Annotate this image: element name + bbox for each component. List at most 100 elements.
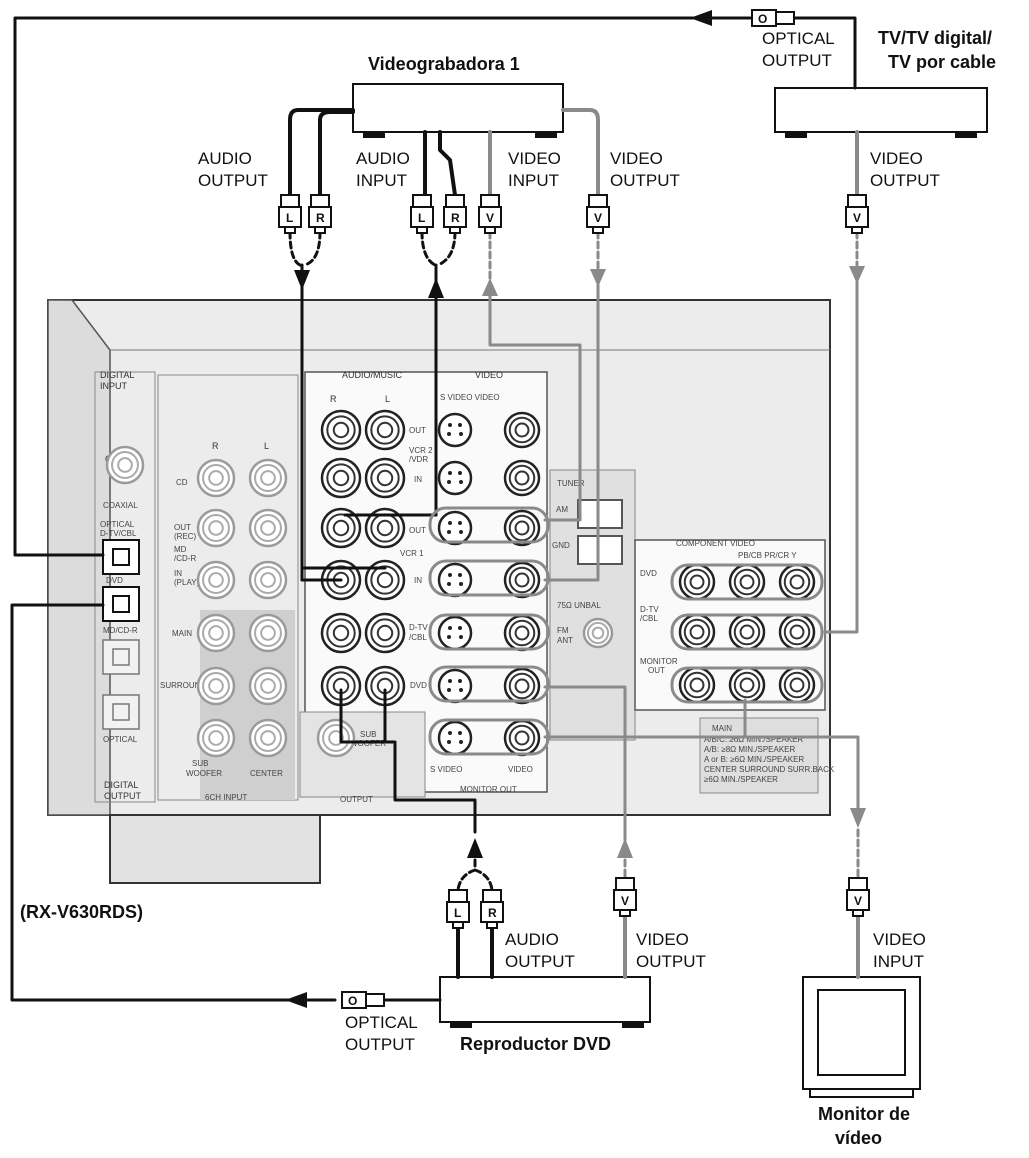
comp-out-label: OUT bbox=[648, 666, 665, 675]
vcr1-device bbox=[352, 83, 564, 138]
monitor-title-line1: Monitor de bbox=[818, 1104, 910, 1124]
audio-jack-r-2[interactable] bbox=[320, 507, 362, 549]
monitor-title-line2: vídeo bbox=[835, 1128, 882, 1148]
am-label: AM bbox=[556, 505, 568, 514]
optical-dtv-port[interactable] bbox=[102, 539, 140, 575]
optical-plug-dvd: O bbox=[341, 991, 385, 1009]
component-pr-jack-2[interactable] bbox=[728, 666, 766, 704]
monitor-device bbox=[802, 976, 921, 1098]
s-video-jack-0[interactable] bbox=[437, 412, 473, 448]
analog-jack-r-2[interactable] bbox=[196, 560, 236, 600]
optical-dvd-port[interactable] bbox=[102, 586, 140, 622]
am-terminal[interactable] bbox=[577, 499, 623, 529]
dvd-audio-out-label-2: OUTPUT bbox=[505, 952, 575, 971]
comp-cbl-label: /CBL bbox=[640, 614, 658, 623]
component-pb-jack-0[interactable] bbox=[678, 563, 716, 601]
tv-device bbox=[774, 87, 988, 138]
video-jack-2[interactable] bbox=[503, 509, 541, 547]
s-video-jack-1[interactable] bbox=[437, 460, 473, 496]
audio-jack-l-4[interactable] bbox=[364, 612, 406, 654]
audio-jack-l-3[interactable] bbox=[364, 559, 406, 601]
plug-dvd-audio-r: R bbox=[480, 889, 504, 929]
video-jack-4[interactable] bbox=[503, 614, 541, 652]
sixch-jack-a-1[interactable] bbox=[196, 666, 236, 706]
main-label: MAIN bbox=[172, 629, 192, 638]
component-pr-jack-0[interactable] bbox=[728, 563, 766, 601]
dvd-video-out-label-2: OUTPUT bbox=[636, 952, 706, 971]
cable-dvd-audio bbox=[339, 688, 477, 834]
vcr-audio-in-label-2: INPUT bbox=[356, 171, 407, 190]
audio-jack-r-1[interactable] bbox=[320, 457, 362, 499]
video-jack-3[interactable] bbox=[503, 561, 541, 599]
gnd-terminal[interactable] bbox=[577, 535, 623, 565]
plug-vcr-audio-in-r-letter: R bbox=[451, 211, 460, 225]
plug-vcr-audio-out-r: R bbox=[308, 194, 332, 234]
comp-monitor-label: MONITOR bbox=[640, 657, 678, 666]
component-y-jack-0[interactable] bbox=[778, 563, 816, 601]
vdr-label: /VDR bbox=[409, 455, 428, 464]
audio-jack-r-0[interactable] bbox=[320, 409, 362, 451]
comp-dtv-label: D-TV bbox=[640, 605, 659, 614]
s-video-jack-2[interactable] bbox=[437, 510, 473, 546]
cd-in-label: CD bbox=[176, 478, 188, 487]
analog-jack-r-0[interactable] bbox=[196, 458, 236, 498]
subwoofer-out-jack[interactable] bbox=[316, 718, 356, 758]
spk-line1: A/B/C: ≥6Ω MIN./SPEAKER bbox=[704, 735, 804, 744]
center-label: CENTER bbox=[250, 769, 283, 778]
s-video-jack-3[interactable] bbox=[437, 562, 473, 598]
video-jack-6[interactable] bbox=[503, 719, 541, 757]
analog-jack-l-1[interactable] bbox=[248, 508, 288, 548]
video-jack-1[interactable] bbox=[503, 459, 541, 497]
vcr-audio-out-label-2: OUTPUT bbox=[198, 171, 268, 190]
sixch-jack-b-2[interactable] bbox=[248, 718, 288, 758]
vcr-video-in-label-2: INPUT bbox=[508, 171, 559, 190]
out-rec-label: OUT bbox=[174, 523, 191, 532]
cable-vcr-audio-in bbox=[423, 130, 457, 197]
spk-line4: CENTER SURROUND SURR.BACK bbox=[704, 765, 835, 774]
s-video-jack-4[interactable] bbox=[437, 615, 473, 651]
component-pr-jack-1[interactable] bbox=[728, 613, 766, 651]
tv-title-line2: TV por cable bbox=[888, 52, 996, 72]
optical-dtv-port-inner bbox=[112, 548, 130, 566]
audio-jack-l-0[interactable] bbox=[364, 409, 406, 451]
optical-md-port[interactable] bbox=[102, 639, 140, 675]
s-video-jack-5[interactable] bbox=[437, 668, 473, 704]
video-jack-5[interactable] bbox=[503, 667, 541, 705]
analog-jack-l-0[interactable] bbox=[248, 458, 288, 498]
component-pb-jack-1[interactable] bbox=[678, 613, 716, 651]
fm-antenna-jack[interactable] bbox=[582, 617, 614, 649]
video-header-label: VIDEO bbox=[475, 370, 503, 380]
component-y-jack-2[interactable] bbox=[778, 666, 816, 704]
audio-jack-r-4[interactable] bbox=[320, 612, 362, 654]
fm-ant-label: 75Ω UNBAL bbox=[557, 601, 601, 610]
component-y-jack-1[interactable] bbox=[778, 613, 816, 651]
callout-labels: Videograbadora 1 TV/TV digital/ TV por c… bbox=[20, 28, 996, 1148]
dvd-video-out-label: VIDEO bbox=[636, 930, 689, 949]
gnd-label: GND bbox=[552, 541, 570, 550]
s-video-jack-6[interactable] bbox=[437, 720, 473, 756]
video-jack-0[interactable] bbox=[503, 411, 541, 449]
plug-vcr-audio-in-l-letter: L bbox=[418, 211, 425, 225]
plug-dvd-video-letter: V bbox=[621, 894, 629, 908]
audio-jack-l-1[interactable] bbox=[364, 457, 406, 499]
coaxial-cd-jack[interactable] bbox=[105, 445, 145, 485]
analog-jack-r-1[interactable] bbox=[196, 508, 236, 548]
component-pb-jack-2[interactable] bbox=[678, 666, 716, 704]
vcr2-label: VCR 2 bbox=[409, 446, 433, 455]
jack-group bbox=[105, 409, 816, 758]
in-play-label: IN bbox=[174, 569, 182, 578]
sixch-jack-b-1[interactable] bbox=[248, 666, 288, 706]
plug-vcr-video-in: V bbox=[478, 194, 502, 234]
plug-monitor-video-letter: V bbox=[854, 894, 862, 908]
sixch-jack-b-0[interactable] bbox=[248, 613, 288, 653]
sub-out-label: SUB bbox=[360, 730, 376, 739]
sixch-jack-a-2[interactable] bbox=[196, 718, 236, 758]
sixch-jack-a-0[interactable] bbox=[196, 613, 236, 653]
analog-jack-l-2[interactable] bbox=[248, 560, 288, 600]
plug-vcr-audio-out-r-letter: R bbox=[316, 211, 325, 225]
dvd-title: Reproductor DVD bbox=[460, 1034, 611, 1054]
r-label: R bbox=[212, 441, 219, 451]
optical-out-port[interactable] bbox=[102, 694, 140, 730]
dvd-audio-out-label: AUDIO bbox=[505, 930, 559, 949]
